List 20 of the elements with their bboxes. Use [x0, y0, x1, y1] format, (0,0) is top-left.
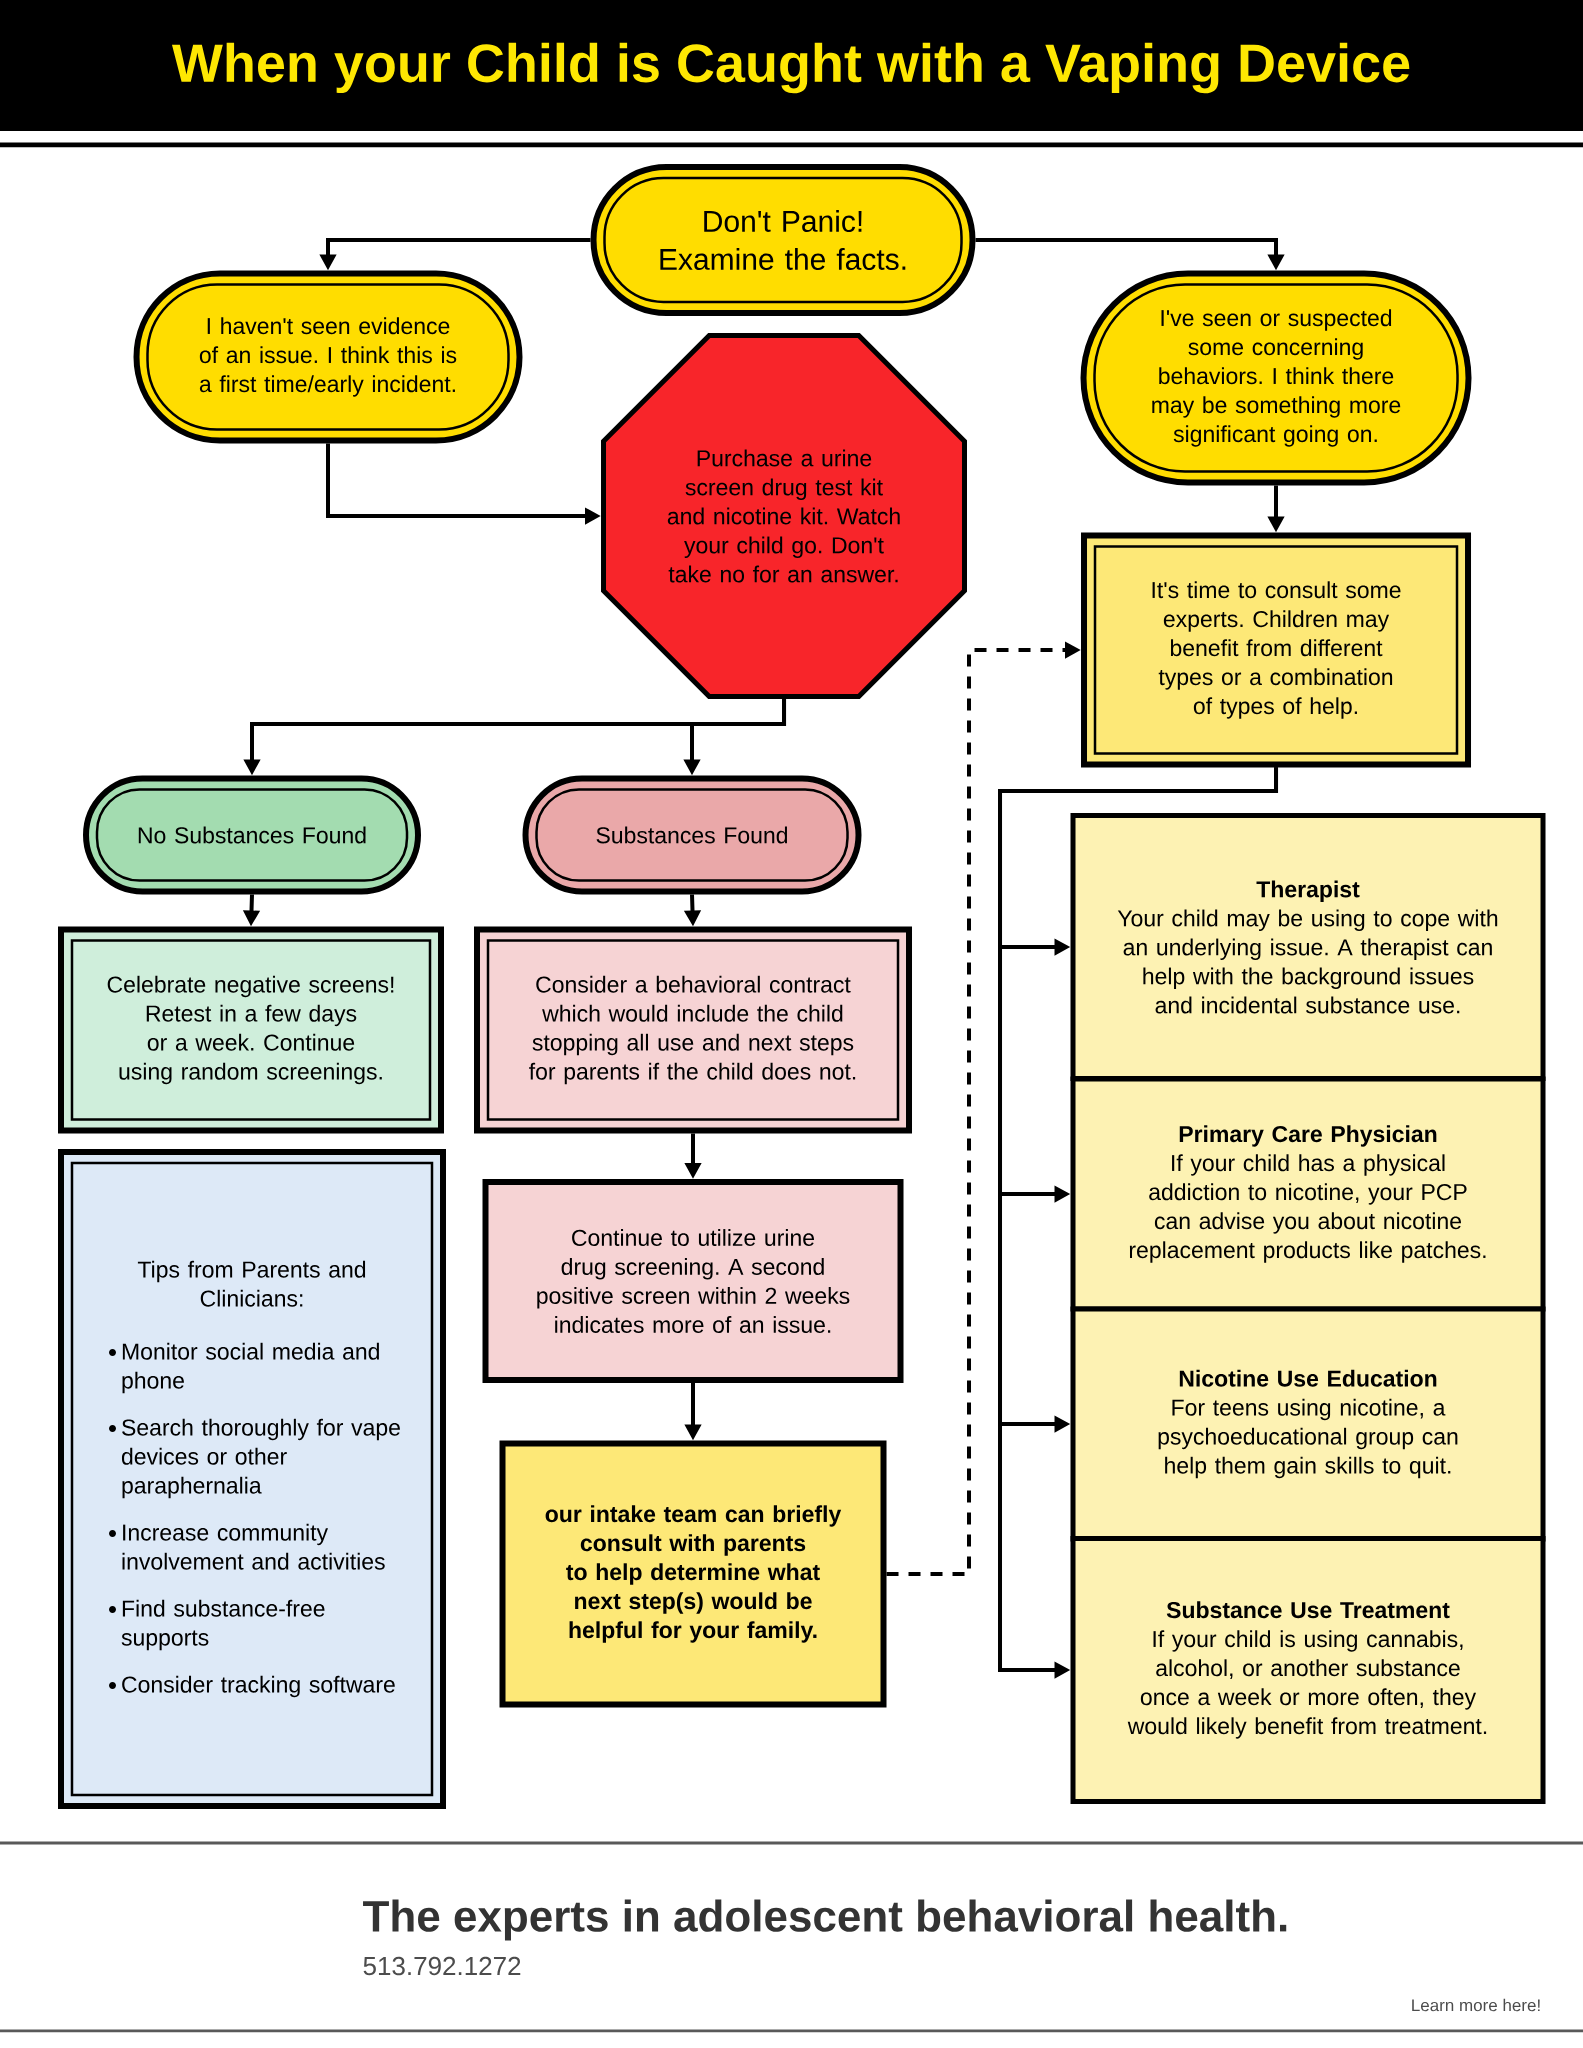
title: When your Child is Caught with a Vaping Device	[171, 42, 1410, 94]
process-box: Celebrate negative screens! Retest in a few days or a week. Continue using random screenings.	[58, 926, 444, 1134]
stop-octagon: Purchase a urine screen drug test kit and nicotine kit. Watch your child go. Don't take no for an answer.	[601, 333, 967, 699]
option-box: Substance Use Treatment If your child is using cannabis, alcohol, or another substance once a week or more often, they would likely benefit from treatment.	[1070, 1536, 1546, 1804]
option-box: Primary Care Physician If your child has a physical addiction to nicotine, your PCP can advise you about nicotine replacement products like patches.	[1070, 1076, 1546, 1312]
tagline: The experts in adolescent behavioral health.	[363, 1899, 1287, 1941]
caption: Learn more here!	[1412, 1998, 1540, 2012]
process-box: our intake team can briefly consult with parents to help determine what next step(s) would be helpful for your family.	[499, 1440, 887, 1708]
choice-stadium: I've seen or suspected some concerning behaviors. I think there may be something more significant going on.	[1080, 270, 1472, 486]
process-box: It's time to consult some experts. Children may benefit from different types or a combination of types of help.	[1081, 532, 1471, 768]
tips-box: Tips from Parents and Clinicians: Monitor social media and phone Search thoroughly for vape devices or other paraphernalia Increase community involvement and activities Find substance-free supports Consider tracking software	[58, 1149, 446, 1809]
process-box: Continue to utilize urine drug screening. A second positive screen within 2 weeks indicates more of an issue.	[482, 1179, 904, 1383]
process-box: Consider a behavioral contract which would include the child stopping all use and next steps for parents if the child does not.	[474, 926, 912, 1134]
result-stadium: No Substances Found	[83, 775, 421, 895]
result-stadium: Substances Found	[522, 775, 862, 895]
start-stadium: Don't Panic! Examine the facts.	[590, 164, 976, 316]
option-box: Nicotine Use Education For teens using nicotine, a psychoeducational group can help them gain skills to quit.	[1070, 1306, 1546, 1542]
option-box: Therapist Your child may be using to cope with an underlying issue. A therapist can help with the background issues and incidental substance use.	[1070, 813, 1546, 1081]
phone-number: 513.792.1272	[363, 1956, 521, 1976]
choice-stadium: I haven't seen evidence of an issue. I think this is a first time/early incident.	[133, 270, 523, 444]
